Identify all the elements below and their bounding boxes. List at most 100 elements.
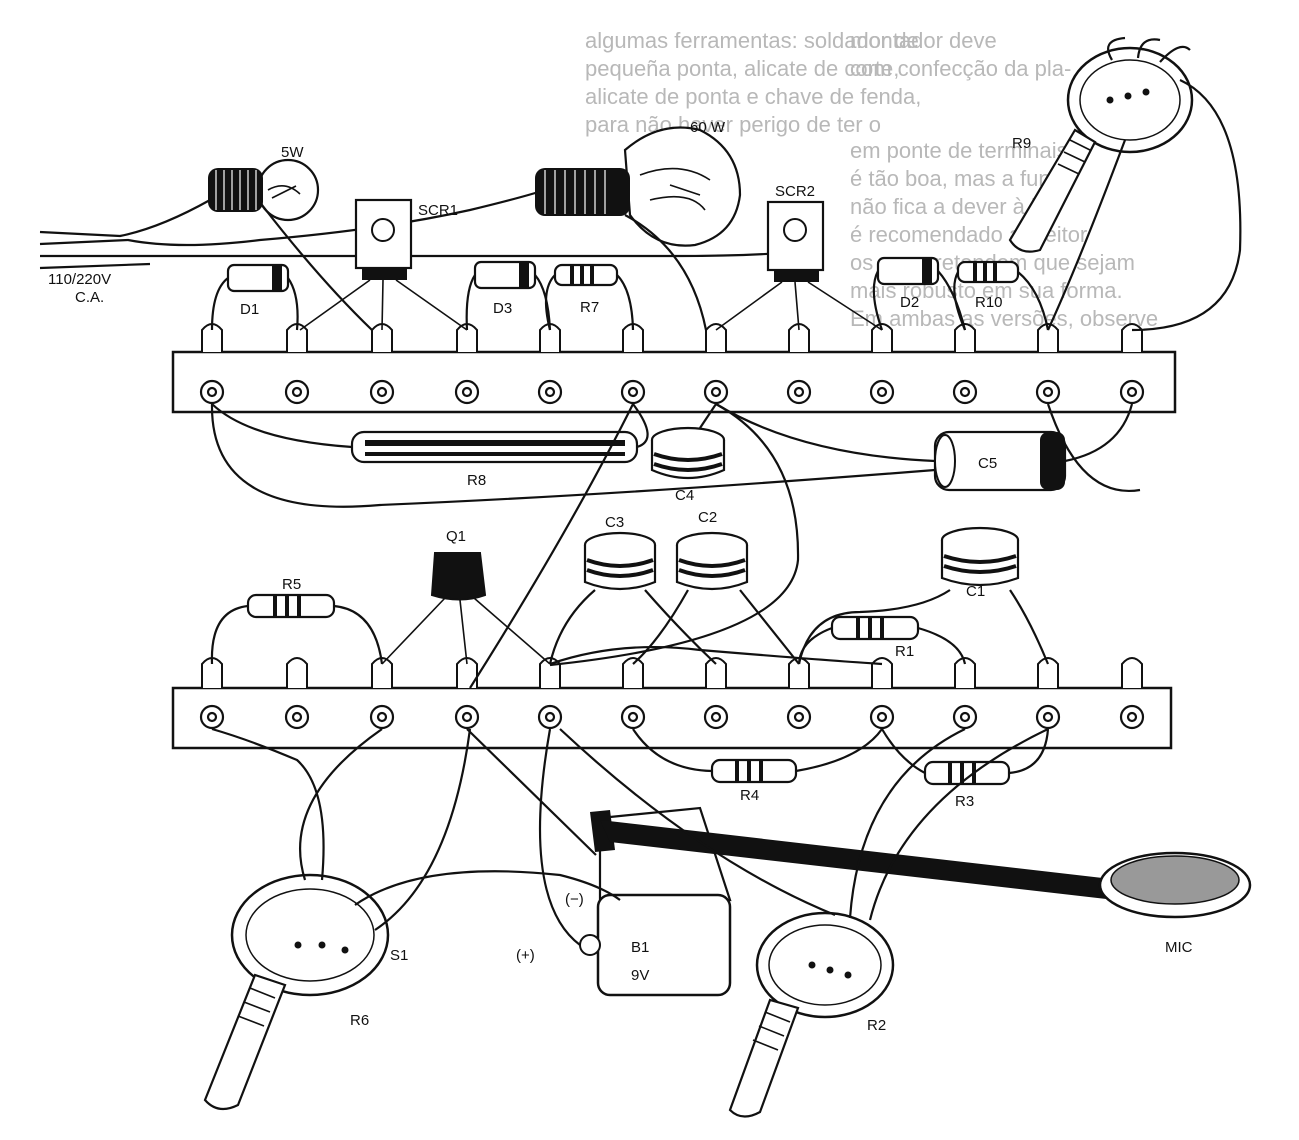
label-r9: R9 [1012, 135, 1031, 152]
screw-terminal [199, 704, 225, 730]
label-mains-ac: C.A. [75, 289, 104, 306]
screw-terminal [199, 379, 225, 405]
label-battery-plus: (+) [516, 947, 535, 964]
c4-capacitor [650, 403, 726, 480]
upper-terminal-strip [171, 323, 1177, 414]
pot-shaft [203, 973, 287, 1111]
solder-lug [954, 323, 976, 352]
label-d3: D3 [493, 300, 512, 317]
scr1-thyristor [299, 198, 468, 331]
label-s1: S1 [390, 947, 408, 964]
screw-terminal [454, 704, 480, 730]
label-r10: R10 [975, 294, 1003, 311]
background-text-line: em ponte de terminais [850, 138, 1068, 163]
label-scr2: SCR2 [775, 183, 815, 200]
screw-terminal [620, 704, 646, 730]
background-text-line: alicate de ponta e chave de fenda, [585, 84, 921, 109]
long-wire [1046, 403, 1141, 493]
lower-terminal-strip [171, 657, 1173, 750]
c3-capacitor [548, 531, 717, 665]
screw-terminal [284, 704, 310, 730]
label-r8: R8 [467, 472, 486, 489]
solder-lug [954, 657, 976, 688]
background-text-line: pequeña ponta, alicate de corte, [585, 56, 899, 81]
label-r6: R6 [350, 1012, 369, 1029]
label-battery-minus: (−) [565, 891, 584, 908]
label-r7: R7 [580, 299, 599, 316]
c5-capacitor [715, 403, 1134, 492]
lamp-socket [535, 168, 630, 216]
screw-terminal [1119, 379, 1145, 405]
pot-shaft [728, 998, 800, 1118]
screw-terminal [369, 704, 395, 730]
pot-body [1066, 46, 1194, 154]
label-mic: MIC [1165, 939, 1193, 956]
label-r2: R2 [867, 1017, 886, 1034]
r7-resistor [544, 263, 635, 331]
screw-terminal [1119, 704, 1145, 730]
d1-diode [210, 263, 299, 331]
label-c5: C5 [978, 455, 997, 472]
upper-strip-lugs [201, 323, 1143, 352]
r9-wire [1131, 79, 1242, 332]
r6-s1-potentiometer [203, 727, 621, 1111]
pot-body [755, 911, 895, 1019]
solder-lug [705, 323, 727, 352]
solder-lug [286, 657, 308, 688]
screw-terminal [284, 379, 310, 405]
label-mains-voltage: 110/220V [48, 271, 111, 288]
r3-resistor [881, 728, 1050, 786]
background-text-line: algumas ferramentas: soldador de [585, 28, 919, 53]
component-labels: 5W 60 W 110/220V C.A. R9 SCR1 SCR2 D1 D3… [48, 119, 1193, 1034]
label-b1-voltage: 9V [631, 967, 649, 984]
r2-potentiometer [559, 728, 1049, 1118]
label-r1: R1 [895, 643, 914, 660]
solder-lug [622, 657, 644, 688]
solder-lug [1121, 657, 1143, 688]
screw-terminal [703, 379, 729, 405]
scr2-thyristor [715, 200, 883, 331]
lower-strip-board [171, 686, 1173, 750]
screw-terminal [869, 704, 895, 730]
screw-terminal [537, 379, 563, 405]
solder-lug [871, 323, 893, 352]
upper-strip-board [171, 350, 1177, 414]
solder-lug [1121, 323, 1143, 352]
screw-terminal [869, 379, 895, 405]
pot-body [230, 873, 390, 997]
label-q1: Q1 [446, 528, 466, 545]
bulb-glass [623, 126, 742, 247]
screw-terminal [620, 379, 646, 405]
label-d1: D1 [240, 301, 259, 318]
solder-lug [1037, 657, 1059, 688]
label-lamp-60w: 60 W [690, 119, 726, 136]
screw-terminal [454, 379, 480, 405]
label-r4: R4 [740, 787, 759, 804]
label-c3: C3 [605, 514, 624, 531]
background-text-line: para não haver perigo de ter o [585, 112, 881, 137]
upper-strip-terminals [199, 379, 1145, 405]
lamp-5w [208, 158, 320, 222]
mounting-hole [783, 218, 807, 242]
label-c4: C4 [675, 487, 694, 504]
label-c1: C1 [966, 583, 985, 600]
r10-resistor [953, 260, 1050, 331]
screw-terminal [786, 379, 812, 405]
screw-terminal [1035, 379, 1061, 405]
solder-lug [705, 657, 727, 688]
r8-resistor [211, 403, 649, 464]
r5-resistor [210, 593, 384, 665]
r9-wire [1046, 139, 1127, 331]
long-wire [469, 403, 634, 689]
q1-transistor [381, 552, 551, 665]
label-d2: D2 [900, 294, 919, 311]
screw-terminal [1035, 704, 1061, 730]
label-c2: C2 [698, 509, 717, 526]
c2-capacitor [632, 531, 800, 665]
lower-jumper-wire [549, 645, 883, 666]
background-text-line: Em ambas as versões, observe [850, 306, 1158, 331]
background-text-line: é tão boa, mas a fun- [850, 166, 1058, 191]
c1-capacitor [797, 526, 1050, 665]
screw-terminal [952, 379, 978, 405]
label-scr1: SCR1 [418, 202, 458, 219]
